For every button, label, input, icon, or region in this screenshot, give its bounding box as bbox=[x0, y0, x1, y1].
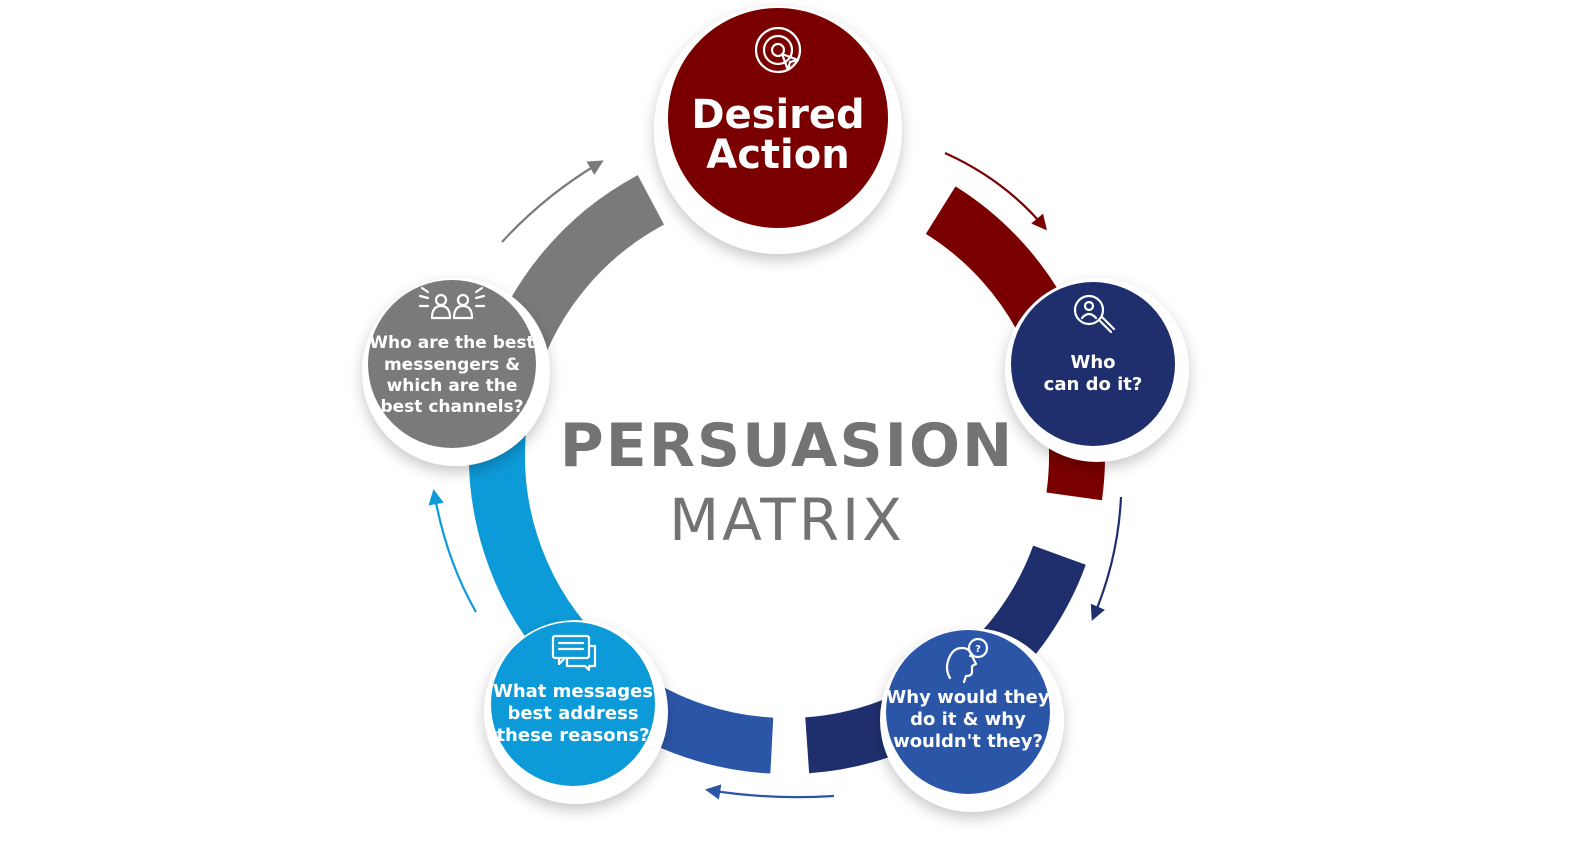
chat-bubbles-icon bbox=[551, 634, 597, 672]
node-disc bbox=[491, 622, 655, 786]
cycle-nodes: Desired Action Who can do it? bbox=[362, 6, 1189, 812]
node-label-line-3: wouldn't they? bbox=[893, 731, 1043, 752]
node-messengers: Who are the best messengers & which are … bbox=[362, 278, 550, 466]
title-main: PERSUASION bbox=[560, 411, 1014, 481]
head-question-icon: ? bbox=[945, 637, 989, 684]
node-disc bbox=[368, 280, 536, 448]
node-messages: What messages best address these reasons… bbox=[484, 620, 668, 804]
node-label-line-3: which are the bbox=[387, 376, 518, 396]
flow-arrow-4 bbox=[428, 488, 477, 613]
node-label-line-4: best channels? bbox=[380, 397, 523, 417]
svg-text:?: ? bbox=[975, 644, 981, 655]
node-label-line-2: Action bbox=[706, 132, 849, 178]
node-desired-action: Desired Action bbox=[654, 6, 902, 254]
node-disc bbox=[886, 630, 1050, 794]
node-label-line-2: messengers & bbox=[384, 355, 520, 375]
node-label-line-1: Desired bbox=[691, 92, 864, 138]
node-label-line-1: What messages bbox=[493, 681, 653, 702]
node-label-line-1: Why would they bbox=[886, 687, 1049, 708]
flow-arrow-1 bbox=[944, 151, 1047, 231]
node-label-line-3: these reasons? bbox=[496, 725, 649, 746]
node-label-line-2: do it & why bbox=[910, 709, 1026, 730]
people-broadcast-icon bbox=[418, 286, 486, 320]
node-why: ? Why would they do it & why wouldn't th… bbox=[880, 628, 1064, 812]
flow-arrows bbox=[428, 151, 1123, 800]
flow-arrow-5 bbox=[501, 160, 604, 243]
node-label-line-1: Who are the best bbox=[369, 333, 534, 353]
title-sub: MATRIX bbox=[669, 486, 905, 554]
node-label-line-1: Who bbox=[1070, 352, 1115, 373]
node-who: Who can do it? bbox=[1005, 278, 1189, 462]
node-disc bbox=[668, 8, 888, 228]
node-disc bbox=[1011, 282, 1175, 446]
node-label-line-2: can do it? bbox=[1044, 374, 1143, 395]
node-label-line-2: best address bbox=[507, 703, 638, 724]
flow-arrow-3 bbox=[704, 784, 835, 800]
center-title: PERSUASION MATRIX bbox=[560, 411, 1014, 554]
flow-arrow-2 bbox=[1090, 496, 1123, 621]
target-cursor-icon bbox=[754, 26, 802, 74]
magnifier-person-icon bbox=[1073, 294, 1116, 334]
